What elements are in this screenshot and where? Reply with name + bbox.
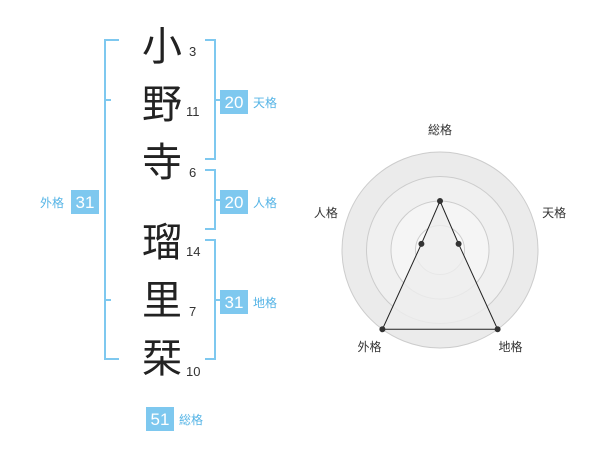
name-char-3: 寺 (142, 140, 182, 186)
tenkaku-label: 天格 (253, 95, 277, 110)
stroke-count-2: 11 (186, 104, 200, 119)
jinkaku-bracket (205, 169, 221, 230)
gaikaku-bracket (104, 39, 119, 360)
stroke-count-3: 6 (189, 165, 196, 180)
chikaku-bracket (205, 239, 221, 360)
radar-point-1 (437, 198, 443, 204)
jinkaku-value: 20 (225, 193, 244, 212)
radar-point-4 (379, 326, 386, 333)
jinkaku-badge: 20 人格 (220, 190, 277, 214)
stroke-count-5: 7 (189, 304, 196, 319)
stroke-count-4: 14 (186, 244, 200, 259)
radar-points (379, 198, 501, 333)
stroke-count-1: 3 (189, 44, 196, 59)
soukaku-value: 51 (151, 410, 170, 429)
chikaku-value: 31 (225, 293, 244, 312)
brackets (104, 39, 221, 360)
name-char-6: 栞 (142, 336, 182, 382)
name-characters: 小 野 寺 瑠 里 栞 (142, 24, 182, 382)
jinkaku-label: 人格 (253, 195, 277, 210)
radar-axis-label-2: 天格 (542, 205, 566, 220)
radar-axis-label-1: 総格 (428, 122, 452, 137)
chikaku-badge: 31 地格 (220, 290, 277, 314)
radar-polygon (381, 199, 499, 330)
gaikaku-badge: 外格 31 (40, 190, 99, 214)
tenkaku-value: 20 (225, 93, 244, 112)
stroke-count-6: 10 (186, 364, 200, 379)
radar-axis-label-5: 人格 (314, 205, 338, 220)
tenkaku-bracket (205, 39, 221, 160)
gaikaku-label: 外格 (40, 195, 64, 210)
radar-axis-label-4: 外格 (357, 339, 381, 354)
radar-point-5 (418, 240, 425, 247)
name-char-4: 瑠 (142, 220, 182, 266)
radar-point-3 (494, 326, 501, 333)
name-char-2: 野 (142, 82, 182, 128)
name-char-5: 里 (142, 278, 182, 324)
soukaku-badge: 51 総格 (146, 407, 203, 431)
radar-axis-label-3: 地格 (498, 339, 522, 354)
gaikaku-value: 31 (76, 193, 95, 212)
name-char-1: 小 (142, 24, 182, 70)
radar-point-2 (455, 240, 462, 247)
chikaku-label: 地格 (253, 295, 277, 310)
soukaku-label: 総格 (179, 412, 203, 427)
stroke-counts: 3 11 6 14 7 10 (186, 44, 200, 379)
tenkaku-badge: 20 天格 (220, 90, 277, 114)
